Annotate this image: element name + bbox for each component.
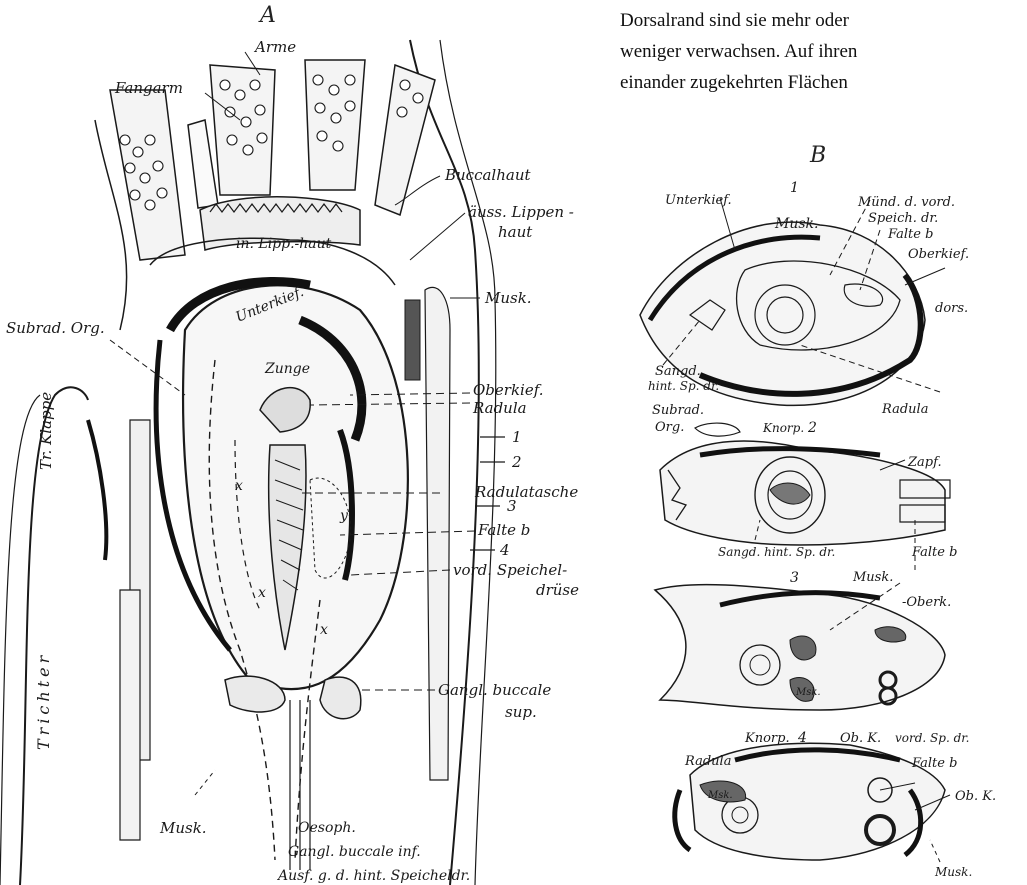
label-x-2: x [258, 585, 266, 601]
label-musk-bottom: Musk. [159, 819, 207, 837]
label-b4-obk-right: Ob. K. [955, 789, 996, 804]
label-b2-zapf: Zapf. [907, 455, 942, 470]
label-auss-lippenhaut-2: haut [498, 223, 533, 241]
label-falte-b-a: Falte b [477, 521, 530, 539]
label-b1-oberkiefer: Oberkief. [908, 247, 969, 262]
label-auss-lippenhaut-1: äuss. Lippen - [468, 203, 574, 221]
text-line-1: Dorsalrand sind sie mehr oder [620, 10, 850, 31]
label-subrad-org: Subrad. Org. [6, 319, 105, 337]
label-arme: Arme [253, 38, 296, 56]
label-b1-unterkiefer: Unterkief. [665, 193, 732, 208]
label-b1-sangd-2: hint. Sp. dr. [648, 379, 719, 393]
label-b3-musk: Musk. [852, 570, 893, 585]
label-trichter: Trichter [34, 652, 53, 750]
label-b2-subrad-2: Org. [655, 420, 684, 435]
label-b4-musk: Musk. [934, 865, 972, 879]
text-line-3: einander zugekehrten Flächen [620, 72, 848, 93]
label-b3-number: 3 [790, 570, 799, 586]
label-arrow-4: 4 [499, 541, 510, 559]
label-radulatasche: Radulatasche [474, 483, 578, 501]
label-b3-msk: Msk. [795, 687, 821, 698]
label-oesophagus: Oesoph. [298, 820, 356, 836]
label-b2-falte-b: Falte b [911, 545, 957, 560]
label-buccalhaut: Buccalhaut [444, 166, 531, 184]
label-b4-knorp: Knorp. [744, 731, 790, 746]
label-arrow-2: 2 [511, 453, 522, 471]
label-b1-falte-b: Falte b [887, 227, 933, 242]
label-b2-number: 2 [807, 420, 817, 436]
label-x-3: x [320, 622, 328, 638]
label-tr-klappe: Tr. Klappe [37, 392, 55, 470]
label-b3-oberk: -Oberk. [902, 595, 951, 610]
label-b2-knorp: Knorp. [762, 421, 804, 435]
label-zunge: Zunge [264, 361, 310, 377]
label-b1-mund-1: Münd. d. vord. [857, 195, 955, 210]
label-b1-musk: Musk. [774, 216, 818, 232]
label-ausf-hint-speicheldr: Ausf. g. d. hint. Speicheldr. [276, 868, 470, 884]
label-b4-falte-b: Falte b [911, 756, 957, 771]
label-y: y [339, 508, 349, 524]
label-b4-number: 4 [797, 730, 807, 746]
label-b2-radula: Radula [881, 402, 928, 417]
figure-b-letter: B [809, 143, 826, 168]
label-oberkiefer-a: Oberkief. [473, 381, 544, 399]
label-gangl-buccale-sup-2: sup. [505, 703, 537, 721]
label-fangarm: Fangarm [114, 79, 183, 97]
label-b4-vord-sp: vord. Sp. dr. [895, 731, 970, 745]
label-musk-right: Musk. [484, 289, 532, 307]
label-x-1: x [235, 478, 243, 494]
figure-a-letter: A [258, 3, 276, 28]
label-arrow-1: 1 [512, 428, 522, 446]
figure-a-drawing [0, 40, 505, 885]
label-b4-obk: Ob. K. [840, 731, 881, 746]
label-vord-speicheldruese-1: vord. Speichel- [453, 561, 567, 579]
text-line-2: weniger verwachsen. Auf ihren [620, 41, 858, 62]
label-b2-sangd: Sangd. hint. Sp. dr. [718, 545, 835, 559]
label-radula-a: Radula [472, 399, 527, 417]
label-b1-number: 1 [790, 180, 799, 196]
label-vord-speicheldruese-2: drüse [536, 581, 579, 599]
label-b1-sangd-1: Sangd. [655, 364, 701, 379]
label-b2-subrad-1: Subrad. [652, 403, 704, 418]
label-b1-mund-2: Speich. dr. [868, 211, 938, 226]
label-inn-lippenhaut: in. Lipp.-haut [236, 236, 332, 252]
label-b4-msk: Msk. [707, 790, 733, 801]
label-gangl-buccale-sup-1: Gangl. buccale [438, 681, 551, 699]
label-gangl-buccale-inf: Gangl. buccale inf. [288, 844, 421, 860]
label-b4-radula: Radula [684, 754, 731, 769]
label-b1-dors: dors. [935, 301, 968, 316]
